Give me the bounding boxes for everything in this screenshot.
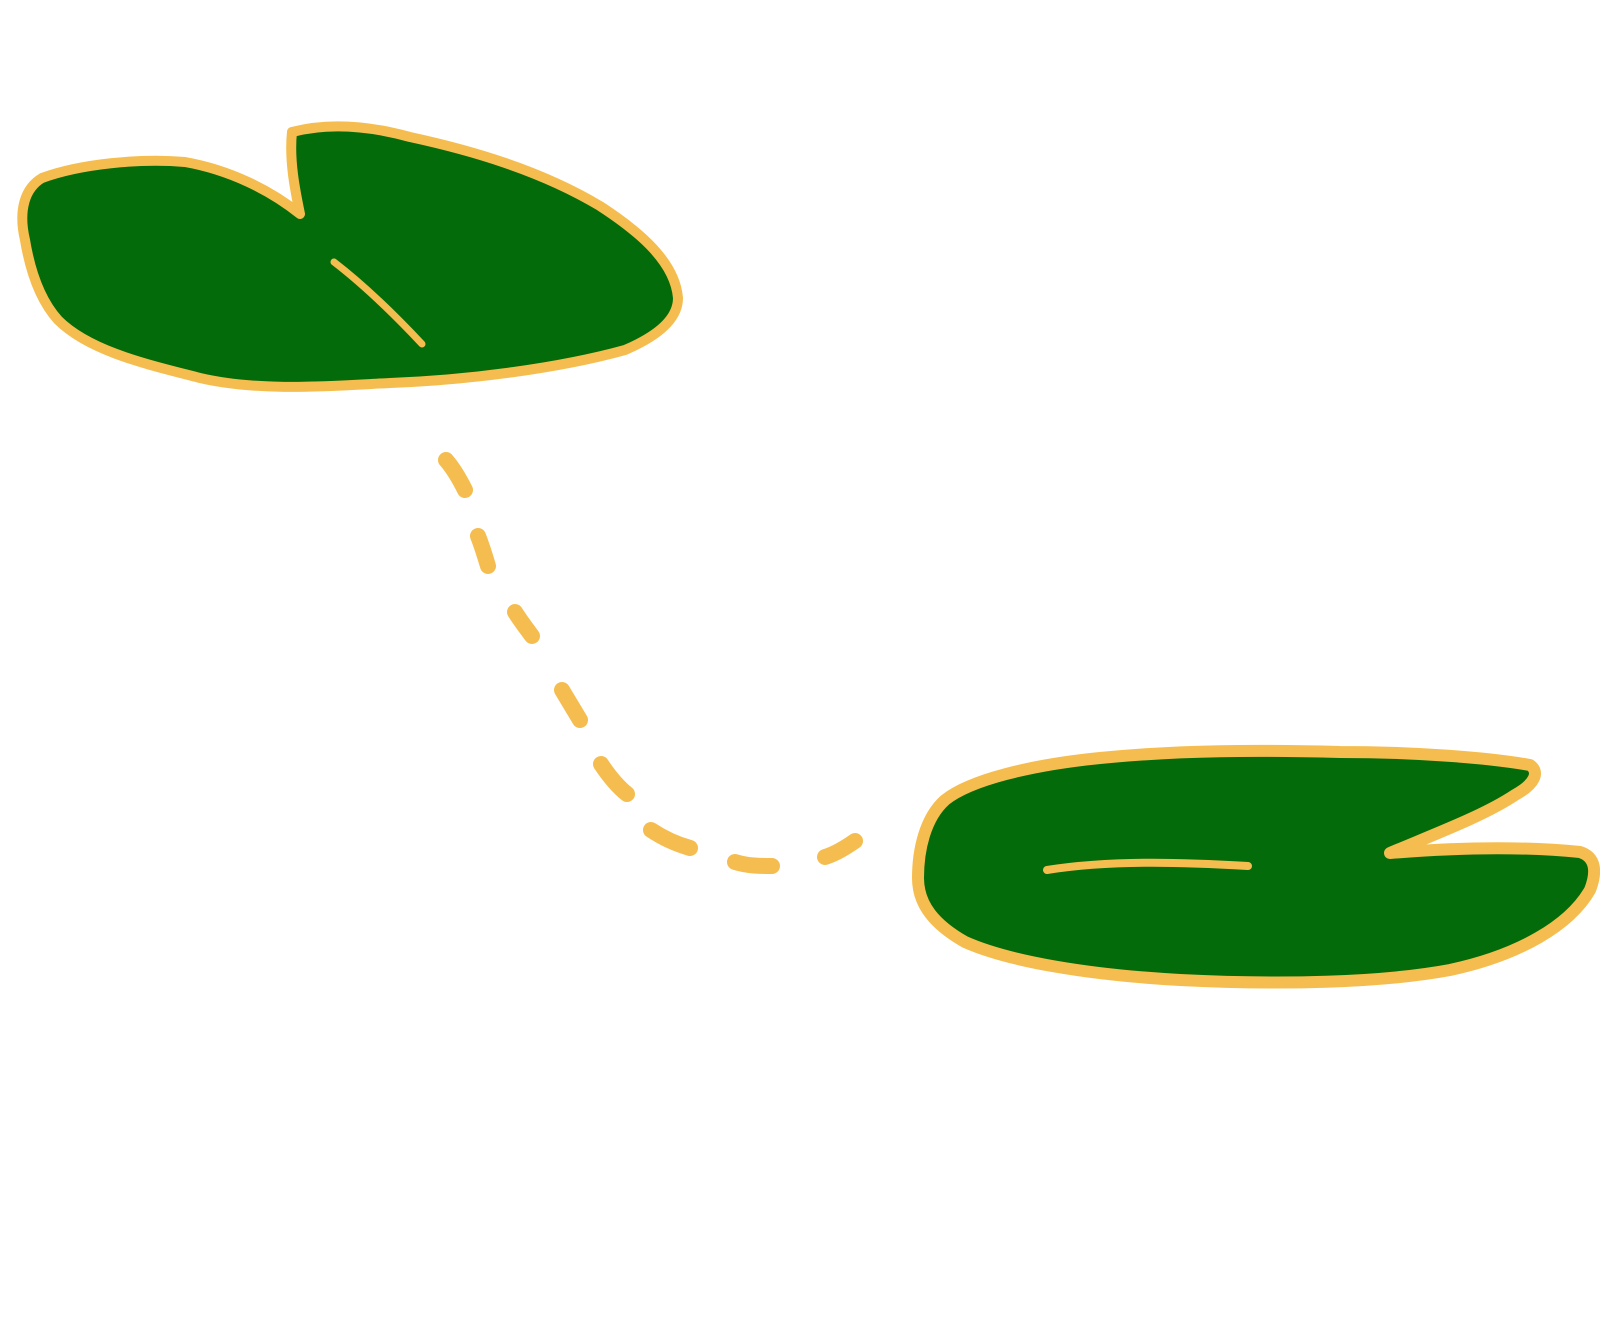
path-dash-8 bbox=[817, 833, 863, 865]
path-dash-2 bbox=[470, 528, 496, 574]
path-dash-1 bbox=[438, 452, 473, 498]
path-dash-6 bbox=[643, 822, 698, 856]
upper-left-lily-pad bbox=[17, 121, 683, 392]
lower-right-lily-pad bbox=[912, 744, 1600, 989]
path-dash-3 bbox=[507, 604, 540, 644]
path-dash-7 bbox=[727, 854, 780, 874]
dashed-hop-path bbox=[438, 452, 863, 874]
lower-right-pad-leaf bbox=[912, 744, 1600, 989]
upper-left-pad-vein bbox=[330, 258, 426, 348]
path-dash-4 bbox=[554, 682, 588, 728]
lower-right-pad-vein bbox=[1043, 858, 1252, 874]
upper-left-pad-leaf bbox=[17, 121, 683, 392]
path-dash-5 bbox=[593, 756, 635, 802]
